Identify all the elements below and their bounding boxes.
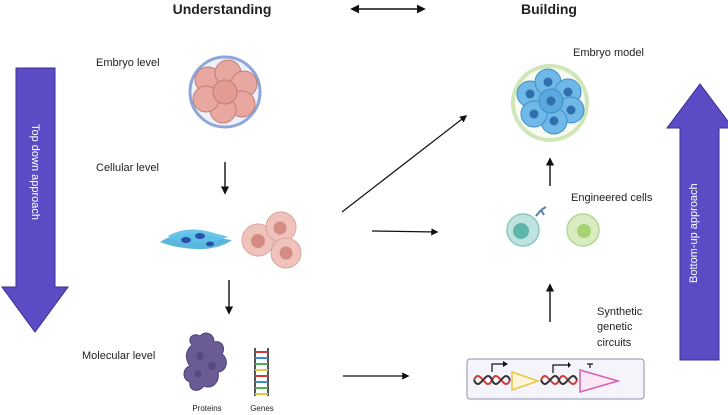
- engineered-cells-illustration: [506, 206, 600, 247]
- top-down-arrow: Top down approach: [1, 67, 69, 333]
- engineered-cells-label: Engineered cells: [571, 192, 653, 204]
- arrow-cellular-to-embryo-model: [341, 115, 468, 213]
- header-building: Building: [521, 1, 577, 17]
- bottom-up-arrow: Bottom-up approach: [666, 83, 728, 361]
- embryo-illustration: [188, 55, 262, 129]
- synthetic-label-line2: genetic: [597, 321, 633, 333]
- synthetic-label-line1: Synthetic: [597, 306, 643, 318]
- arrow-cellular-to-engineered: [371, 228, 439, 236]
- proteins-label: Proteins: [192, 404, 221, 413]
- protein-illustration: [183, 332, 227, 391]
- cellular-level-label: Cellular level: [96, 162, 159, 174]
- embryo-model-illustration: [511, 64, 589, 142]
- synthetic-label-line3: circuits: [597, 337, 632, 349]
- dna-ladder-illustration: [254, 348, 269, 396]
- genes-label: Genes: [250, 404, 274, 413]
- round-cells: [241, 211, 302, 269]
- molecular-level-label: Molecular level: [82, 350, 155, 362]
- fibroblast-cells: [160, 229, 232, 250]
- genetic-circuit-illustration: [466, 358, 645, 400]
- top-down-label: Top down approach: [29, 124, 41, 220]
- embryo-level-label: Embryo level: [96, 57, 160, 69]
- embryo-model-label: Embryo model: [573, 47, 644, 59]
- bottom-up-label: Bottom-up approach: [688, 183, 700, 283]
- header-understanding: Understanding: [173, 1, 272, 17]
